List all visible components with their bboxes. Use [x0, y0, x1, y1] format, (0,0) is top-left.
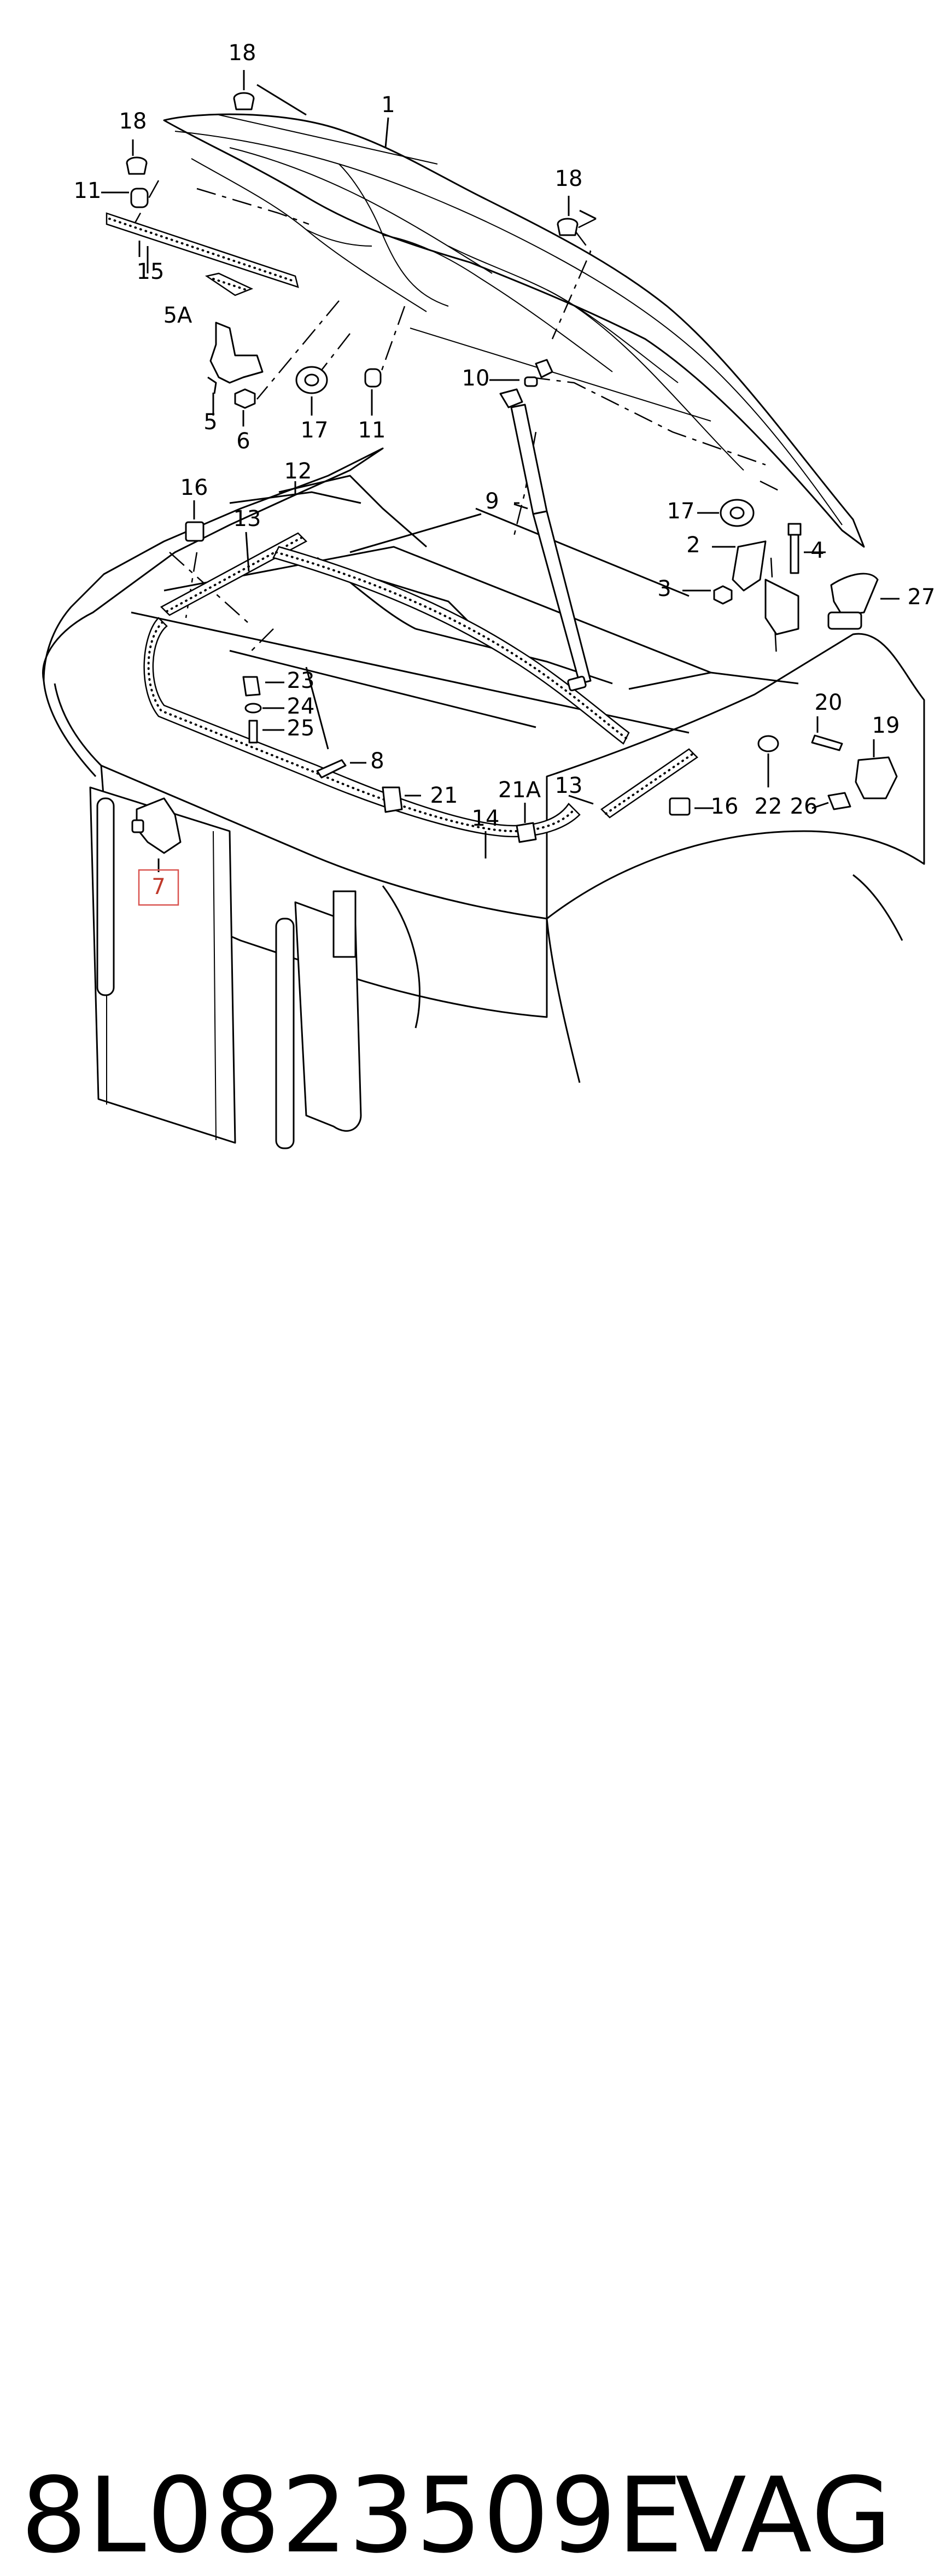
highlight-box-c7 — [138, 869, 179, 906]
grommet-17a — [295, 366, 328, 394]
callout-c11b: 11 — [358, 418, 386, 443]
rubber-buffer-18b — [126, 156, 148, 175]
callout-c18c: 18 — [555, 166, 583, 191]
callout-c21A: 21A — [498, 778, 541, 803]
callout-c16a: 16 — [180, 475, 208, 500]
callout-c7: 7 — [151, 874, 165, 899]
rubber-buffer-18a — [233, 92, 255, 110]
buffer-11b — [364, 368, 382, 388]
callout-c8: 8 — [370, 749, 384, 774]
small-parts — [126, 92, 898, 854]
callout-c5: 5 — [203, 410, 217, 435]
callout-c19: 19 — [872, 713, 900, 738]
brand-name: VAG — [675, 2455, 893, 2576]
callout-c22: 22 — [755, 794, 782, 819]
callout-c16b: 16 — [711, 794, 739, 819]
grommet-17b — [720, 499, 755, 527]
car-body-outline — [42, 447, 925, 1149]
callout-c20: 20 — [815, 690, 843, 715]
rubber-seals — [106, 212, 698, 838]
callout-c11a: 11 — [74, 178, 102, 203]
caption-area: 8L0823509E VAG — [0, 1230, 952, 2576]
callout-c4: 4 — [810, 538, 824, 563]
callout-c17a: 17 — [301, 418, 329, 443]
buffer-11a — [130, 188, 149, 208]
callout-c18b: 18 — [119, 109, 147, 134]
callout-c18a: 18 — [229, 40, 256, 66]
callout-labels: 123455A678910111112131314151616171718181… — [74, 40, 936, 906]
callout-c2: 2 — [686, 533, 700, 558]
callout-leader-lines — [101, 70, 900, 872]
callout-c13b: 13 — [555, 773, 583, 798]
hood-panel — [163, 113, 865, 548]
callout-c3: 3 — [657, 576, 671, 601]
callout-c25: 25 — [287, 716, 315, 741]
callout-c17b: 17 — [667, 499, 695, 524]
callout-c12: 12 — [284, 459, 312, 484]
callout-c14: 14 — [472, 806, 500, 831]
callout-c1: 1 — [381, 92, 395, 118]
rubber-buffer-18c — [557, 218, 579, 236]
callout-c24: 24 — [287, 694, 315, 719]
exploded-parts-diagram: 123455A678910111112131314151616171718181… — [42, 40, 936, 1149]
callout-c27: 27 — [908, 585, 936, 610]
callout-c15: 15 — [137, 259, 165, 284]
callout-c10: 10 — [462, 366, 490, 391]
callout-c21: 21 — [430, 783, 458, 808]
callout-c26: 26 — [790, 794, 818, 819]
callout-c13a: 13 — [233, 506, 261, 531]
callout-c5A: 5A — [163, 303, 192, 328]
callout-c23: 23 — [287, 668, 315, 693]
callout-c6: 6 — [236, 429, 250, 454]
callout-c9: 9 — [485, 489, 499, 514]
part-number: 8L0823509E — [21, 2455, 684, 2576]
